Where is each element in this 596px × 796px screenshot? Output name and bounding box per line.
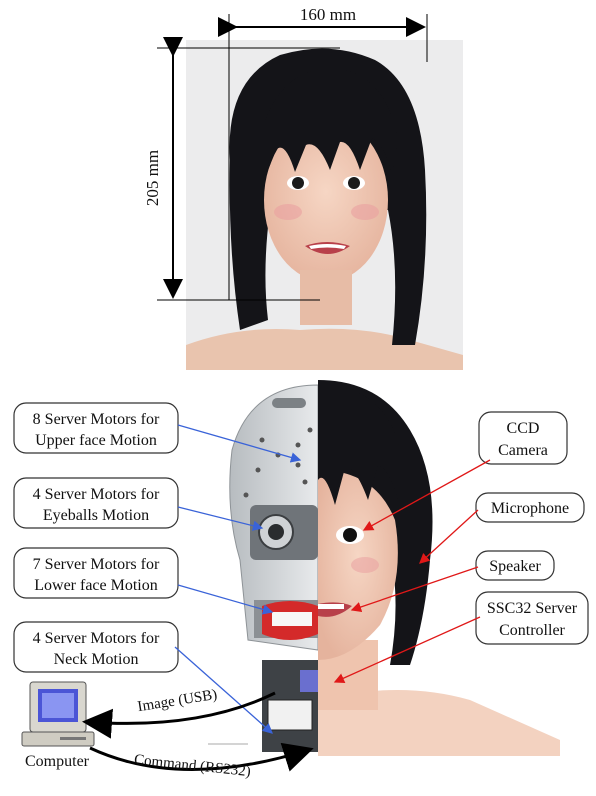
label-line: Neck Motion [54,651,139,668]
label-line: 8 Server Motors for [33,411,160,428]
label-line: Lower face Motion [34,577,158,594]
label-box-ssc32-controller: SSC32 Server Controller [476,592,588,644]
computer-label: Computer [25,753,90,770]
label-line: Eyeballs Motion [43,507,149,524]
command-rs232-label: Command (RS232) [133,752,251,780]
label-box-microphone: Microphone [476,493,584,522]
label-box-upper-face-motors: 8 Server Motors for Upper face Motion [14,403,178,453]
label-line: 4 Server Motors for [33,486,160,503]
label-box-speaker: Speaker [476,551,554,580]
label-line: Microphone [491,500,569,517]
label-box-eyeball-motors: 4 Server Motors for Eyeballs Motion [14,478,178,528]
mechanical-half [230,385,318,752]
label-line: 4 Server Motors for [33,630,160,647]
image-usb-label: Image (USB) [136,687,218,715]
computer-icon [22,682,94,746]
label-line: Speaker [489,558,541,575]
front-photo [186,40,463,370]
label-line: 7 Server Motors for [33,556,160,573]
width-label: 160 mm [300,5,356,24]
label-line: Controller [499,622,565,639]
label-box-ccd-camera: CCD Camera [479,412,567,464]
label-box-lower-face-motors: 7 Server Motors for Lower face Motion [14,548,178,598]
label-line: Camera [498,442,548,459]
command-rs232-link: Command (RS232) [90,748,308,780]
label-box-neck-motors: 4 Server Motors for Neck Motion [14,622,178,672]
label-line: SSC32 Server [487,600,578,617]
label-line: Upper face Motion [35,432,157,449]
image-usb-link: Image (USB) [88,687,275,724]
label-line: CCD [507,420,540,437]
height-label: 205 mm [143,150,162,206]
